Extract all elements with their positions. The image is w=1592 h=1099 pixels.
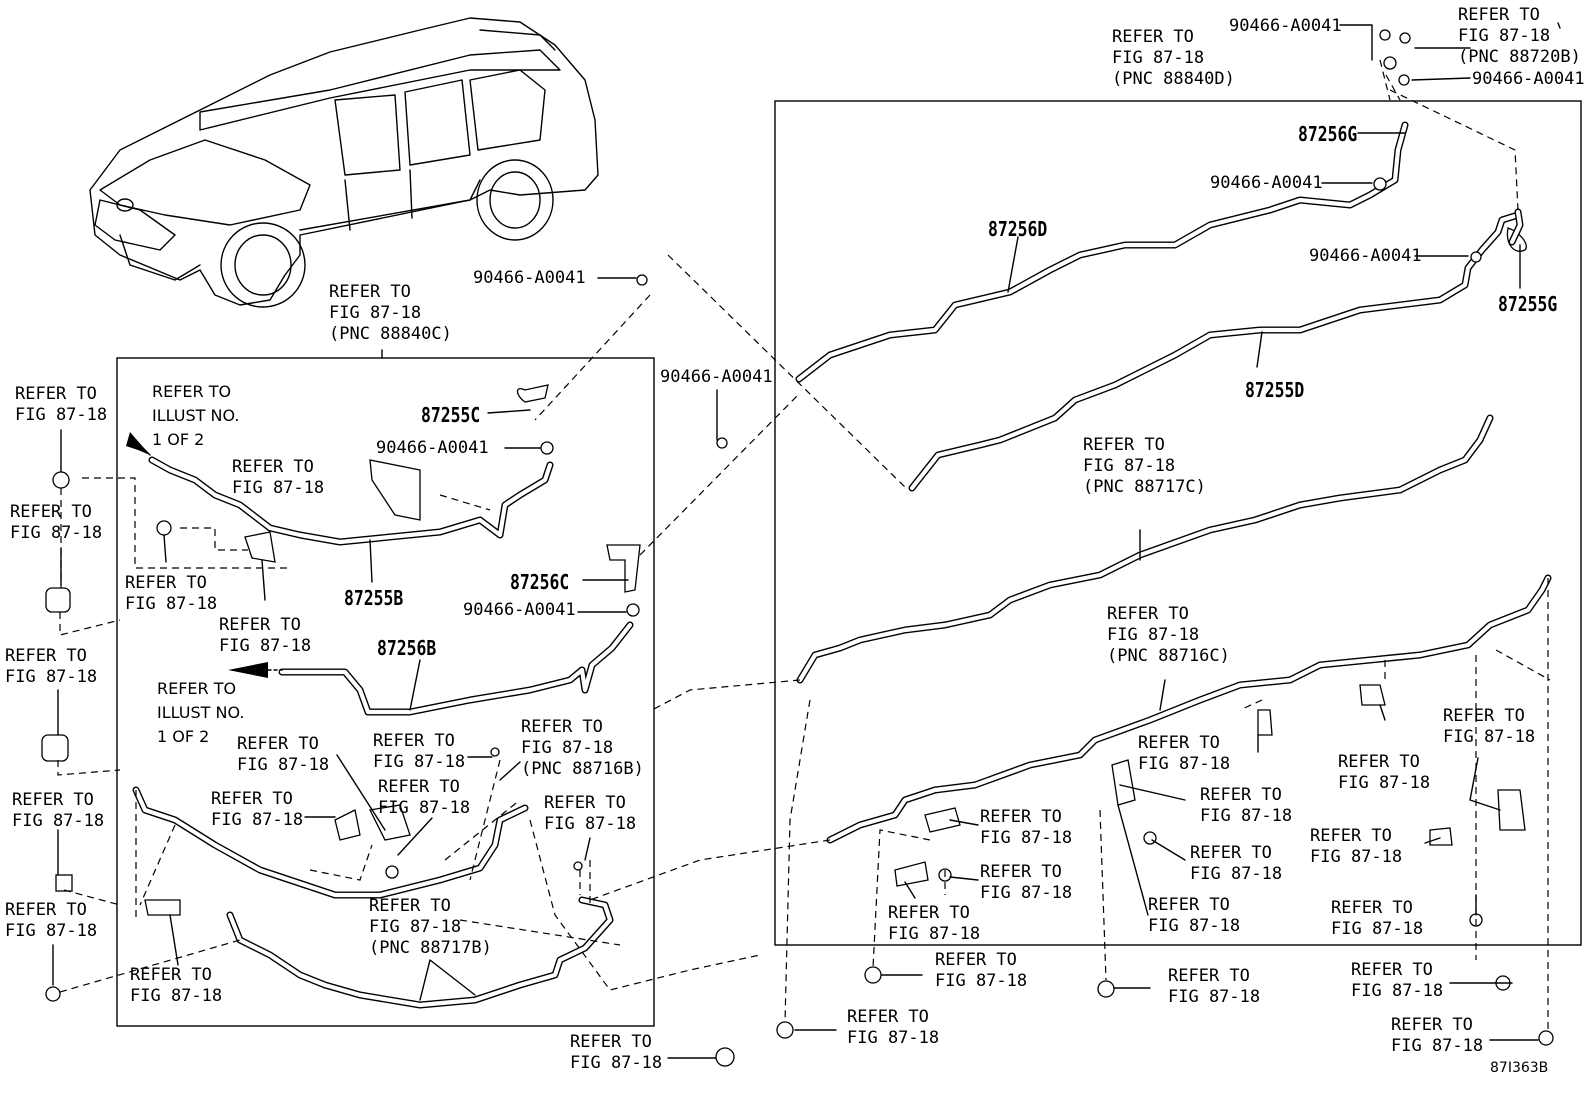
hose-87256C [606,544,641,593]
label-87255C: 87255C [421,403,481,427]
clamp-label-3: 90466-A0041 [1210,173,1323,193]
tube-87255D [908,211,1522,492]
clamps [540,29,1482,617]
bracket-left-upper [369,459,421,521]
clamp-label-8: 90466-A0041 [463,600,576,620]
clamp-label-4: 90466-A0041 [1309,246,1422,266]
clip-right-d [1257,709,1273,736]
clip-left-b [369,804,411,841]
vehicle-illustration [89,17,599,308]
tube-87255B [148,456,554,546]
arrow-left [228,662,268,678]
label-87256C: 87256C [510,570,570,594]
label-87255D: 87255D [1245,378,1305,402]
right-callout-box [774,100,1582,946]
clip-right-a [1359,684,1386,706]
clip-right-f [894,861,929,887]
hose-87255C [516,384,549,403]
tube-88717C [796,414,1494,684]
clamp-label-2: 90466-A0041 [1472,69,1585,89]
tube-87256B [278,621,634,716]
dashed-leaders [57,59,1551,1030]
label-87255B: 87255B [344,586,404,610]
clamp-label-1: 90466-A0041 [1229,16,1342,36]
clamp-label-6: 90466-A0041 [376,438,489,458]
clamp-label-7: 90466-A0041 [660,367,773,387]
tube-88716B [132,786,529,899]
tube-87256D [795,121,1409,383]
fasteners [41,471,1554,1067]
bracket-left-small [244,531,276,563]
bracket-right [1497,789,1526,831]
label-87256G: 87256G [1298,122,1358,146]
label-87256B: 87256B [377,636,437,660]
clamp-label-5: 90466-A0041 [473,268,586,288]
clip-right-c [1111,759,1136,806]
clip-right-e [924,807,961,833]
solid-leaders [52,22,1561,1059]
clip-left-c [144,899,181,916]
left-callout-box [116,357,655,1027]
diagram-code: 87I363B [1490,1060,1549,1076]
label-87255G: 87255G [1498,292,1558,316]
tube-88716C [826,574,1552,844]
tube-88717B [226,896,614,1009]
clip-right-b [1429,827,1453,846]
clip-left-a [334,809,361,841]
label-87256D: 87256D [988,217,1048,241]
